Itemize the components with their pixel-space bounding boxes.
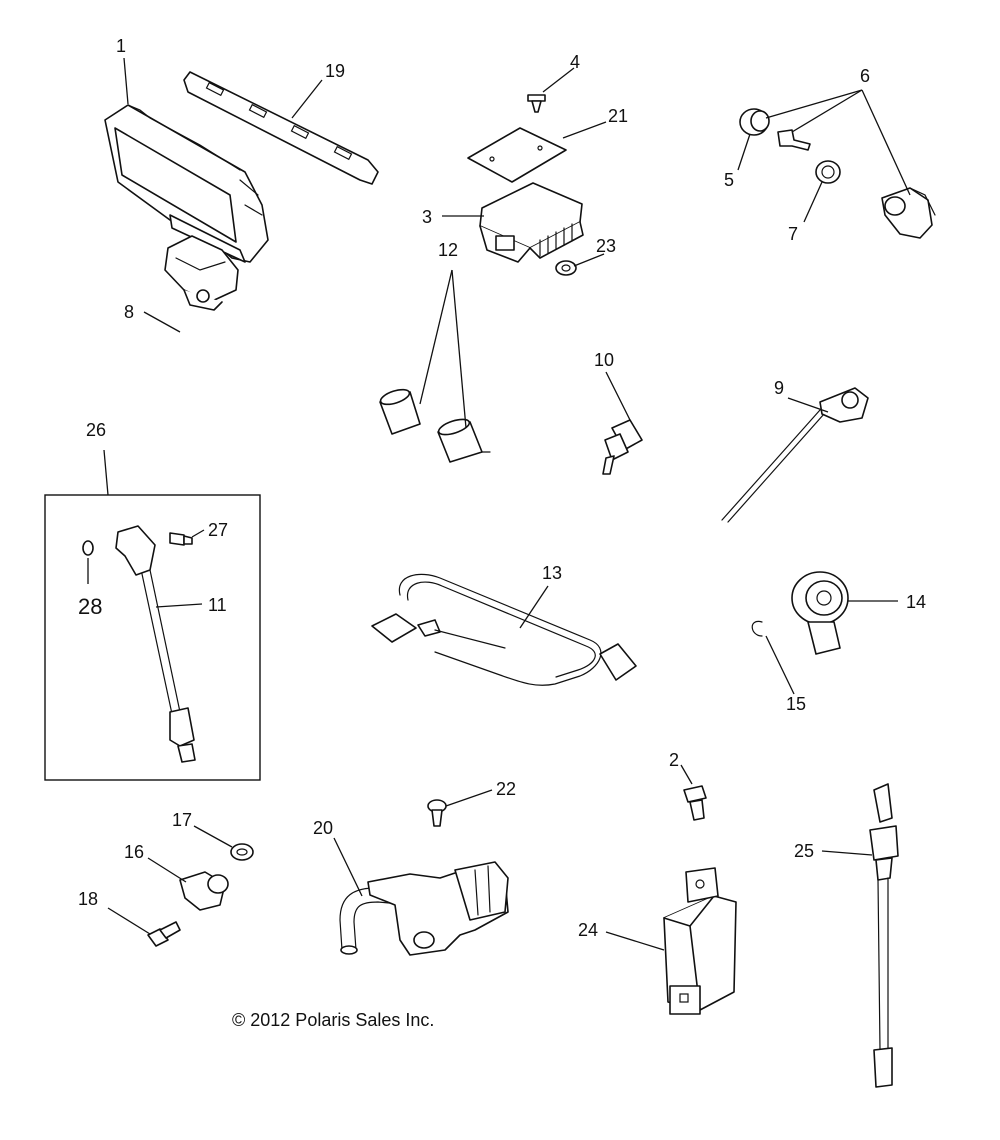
callout-11: 11 bbox=[208, 595, 227, 615]
part-14-knock-sensor bbox=[791, 571, 849, 655]
part-12-roller-b bbox=[437, 418, 491, 463]
kit-26-box bbox=[44, 494, 261, 781]
callout-16: 16 bbox=[124, 842, 144, 862]
part-28-oring bbox=[82, 540, 94, 556]
part-9-sensor-rod bbox=[721, 387, 869, 523]
callout-20: 20 bbox=[313, 818, 333, 838]
callout-15: 15 bbox=[786, 694, 806, 714]
part-7-nut bbox=[815, 160, 841, 184]
callout-1: 1 bbox=[116, 36, 126, 56]
callout-23: 23 bbox=[596, 236, 616, 256]
part-20-valve bbox=[339, 861, 509, 956]
callout-28: 28 bbox=[78, 594, 102, 619]
part-24-relay bbox=[663, 867, 737, 1015]
part-2-bolt bbox=[683, 785, 707, 821]
part-10-temp-sensor bbox=[602, 419, 643, 475]
callout-2: 2 bbox=[669, 750, 679, 770]
part-21-gasket bbox=[467, 127, 567, 183]
callout-10: 10 bbox=[594, 350, 614, 370]
callout-12: 12 bbox=[438, 240, 458, 260]
callout-17: 17 bbox=[172, 810, 192, 830]
callout-8: 8 bbox=[124, 302, 134, 322]
part-5-cap bbox=[739, 108, 770, 136]
part-19-bracket bbox=[183, 71, 379, 185]
callout-13: 13 bbox=[542, 563, 562, 583]
callout-26: 26 bbox=[86, 420, 106, 440]
part-22-screw bbox=[427, 799, 447, 827]
callout-27: 27 bbox=[208, 520, 228, 540]
part-6-key bbox=[777, 129, 811, 151]
callout-labels: 1 19 4 21 3 23 5 6 7 8 12 10 9 26 27 28 … bbox=[78, 36, 926, 940]
part-1-ecu bbox=[104, 104, 269, 263]
part-13-harness bbox=[371, 573, 637, 686]
callout-21: 21 bbox=[608, 106, 628, 126]
callout-22: 22 bbox=[496, 779, 516, 799]
callout-24: 24 bbox=[578, 920, 598, 940]
callout-7: 7 bbox=[788, 224, 798, 244]
part-11-speed-sensor bbox=[115, 525, 196, 763]
callout-3: 3 bbox=[422, 207, 432, 227]
part-27-screw bbox=[169, 532, 193, 546]
part-15-clip bbox=[751, 620, 763, 637]
callout-9: 9 bbox=[774, 378, 784, 398]
callout-19: 19 bbox=[325, 61, 345, 81]
part-4-screw bbox=[527, 94, 546, 113]
callout-25: 25 bbox=[794, 841, 814, 861]
part-17-washer bbox=[230, 843, 254, 861]
callout-14: 14 bbox=[906, 592, 926, 612]
part-16-fitting bbox=[179, 871, 229, 911]
part-6-switch bbox=[881, 187, 936, 239]
part-25-sensor bbox=[869, 783, 899, 1088]
part-3-module bbox=[479, 182, 584, 263]
callout-18: 18 bbox=[78, 889, 98, 909]
leader-lines bbox=[87, 57, 911, 951]
part-18-bolt bbox=[147, 921, 181, 947]
part-12-roller-a bbox=[379, 388, 421, 435]
part-8-map-sensor bbox=[164, 235, 239, 311]
copyright-text: © 2012 Polaris Sales Inc. bbox=[232, 1010, 434, 1030]
callout-6: 6 bbox=[860, 66, 870, 86]
callout-5: 5 bbox=[724, 170, 734, 190]
callout-4: 4 bbox=[570, 52, 580, 72]
part-23-grommet bbox=[555, 260, 577, 276]
